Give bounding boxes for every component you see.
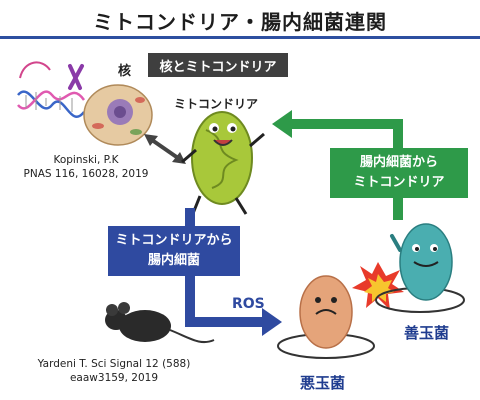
mouse-icon — [105, 302, 215, 344]
mito-to-bacteria-line1: ミトコンドリアから — [115, 233, 233, 248]
good-bacteria-label: 善玉菌 — [404, 324, 450, 342]
bad-bacterium-character-icon — [277, 275, 375, 359]
diagram-title: ミトコンドリア・腸内細菌連関 — [93, 10, 387, 34]
mitochondria-label: ミトコンドリア — [174, 97, 259, 111]
mito-to-bacteria-box: ミトコンドリアから 腸内細菌 — [108, 226, 240, 276]
reference-kopinski: Kopinski, P.K PNAS 116, 16028, 2019 — [6, 153, 166, 181]
reference-yardeni: Yardeni T. Sci Signal 12 (588) eaaw3159,… — [14, 357, 214, 385]
chromosome-icon — [68, 64, 84, 90]
reference-kopinski-author: Kopinski, P.K — [53, 154, 119, 166]
title-underline — [0, 36, 480, 39]
nucleus-mitochondria-heading: 核とミトコンドリア — [148, 53, 288, 77]
reference-kopinski-journal: PNAS 116, 16028, 2019 — [23, 168, 149, 180]
nucleus-label: 核 — [118, 64, 132, 79]
bacteria-to-mito-box: 腸内細菌から ミトコンドリア — [330, 148, 468, 198]
bacteria-to-mito-line1: 腸内細菌から — [359, 155, 438, 170]
reference-yardeni-journal: eaaw3159, 2019 — [69, 372, 159, 384]
mitochondria-character-icon — [181, 111, 265, 217]
conflict-burst-icon — [352, 262, 404, 310]
bad-bacteria-label: 悪玉菌 — [300, 374, 346, 392]
bacteria-to-mito-line2: ミトコンドリア — [353, 175, 445, 190]
good-bacterium-character-icon — [375, 223, 465, 313]
cell-icon — [83, 84, 153, 146]
mito-to-bacteria-line2: 腸内細菌 — [147, 253, 200, 268]
ros-label: ROS — [232, 296, 265, 312]
dna-helix-icon — [17, 61, 86, 118]
reference-yardeni-author: Yardeni T. Sci Signal 12 (588) — [37, 358, 191, 370]
